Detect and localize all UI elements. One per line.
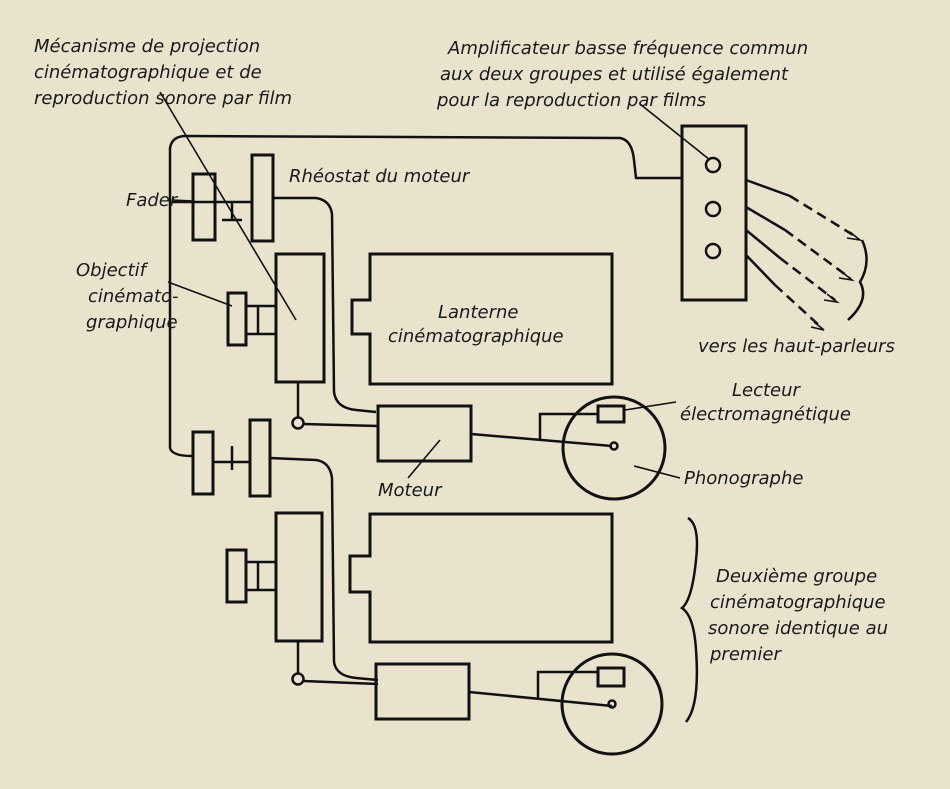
projector-mechanism-1	[274, 252, 326, 384]
leader-lecteur	[624, 401, 677, 411]
leader-objectif	[167, 281, 233, 307]
objective-1	[226, 291, 248, 347]
fader-link-wire	[168, 190, 193, 458]
speakers-brace	[847, 239, 868, 321]
leader-phonographe	[633, 465, 681, 479]
amplifier-box	[680, 124, 748, 302]
objective-2	[225, 548, 248, 604]
amplifier-terminal	[704, 200, 722, 218]
rheostat-2	[248, 418, 272, 498]
pickup-2	[596, 666, 626, 688]
label-fader: Fader	[126, 190, 179, 211]
leader-fader	[171, 199, 195, 202]
rheostat-motor-wire-2	[269, 456, 379, 682]
leader-mecanisme	[159, 91, 297, 321]
amplifier	[680, 124, 748, 302]
speaker-outputs	[745, 178, 868, 331]
motor-2	[374, 662, 471, 721]
rheostat-motor-wire-1	[273, 196, 377, 414]
label-phonographe: Phonographe	[684, 468, 803, 489]
group-2	[191, 418, 699, 756]
phonograph-2	[560, 652, 664, 756]
label-moteur: Moteur	[378, 480, 443, 501]
group-2-brace	[679, 516, 699, 723]
label-rheostat: Rhéostat du moteur	[289, 166, 471, 187]
lantern-2	[348, 512, 614, 644]
pickup-1	[596, 404, 626, 424]
label-mecanisme: Mécanisme de projection cinématographiqu…	[34, 36, 292, 109]
leader-amplificateur	[639, 103, 711, 161]
amplifier-terminal	[704, 242, 722, 260]
rheostat-1	[250, 153, 275, 243]
amp-feed-wire	[168, 134, 682, 190]
label-deuxieme: Deuxième groupe cinématographique sonore…	[708, 566, 894, 665]
fader-1	[191, 172, 217, 242]
label-objectif: Objectif cinémato- graphique	[76, 260, 184, 333]
motor-1	[376, 404, 473, 463]
group-1	[172, 153, 667, 501]
label-lecteur: Lecteur électromagnétique	[680, 380, 851, 425]
projector-mechanism-2	[274, 511, 324, 643]
fader-2	[191, 430, 215, 496]
label-amplificateur: Amplificateur basse fréquence commun aux…	[436, 38, 814, 111]
phonograph-1	[561, 395, 667, 501]
leader-moteur	[407, 439, 441, 479]
label-lanterne: Lanterne cinématographique	[388, 302, 564, 347]
lantern-1	[350, 252, 614, 386]
label-haut-parleurs: vers les haut-parleurs	[698, 336, 895, 357]
amplifier-terminal	[704, 156, 722, 174]
